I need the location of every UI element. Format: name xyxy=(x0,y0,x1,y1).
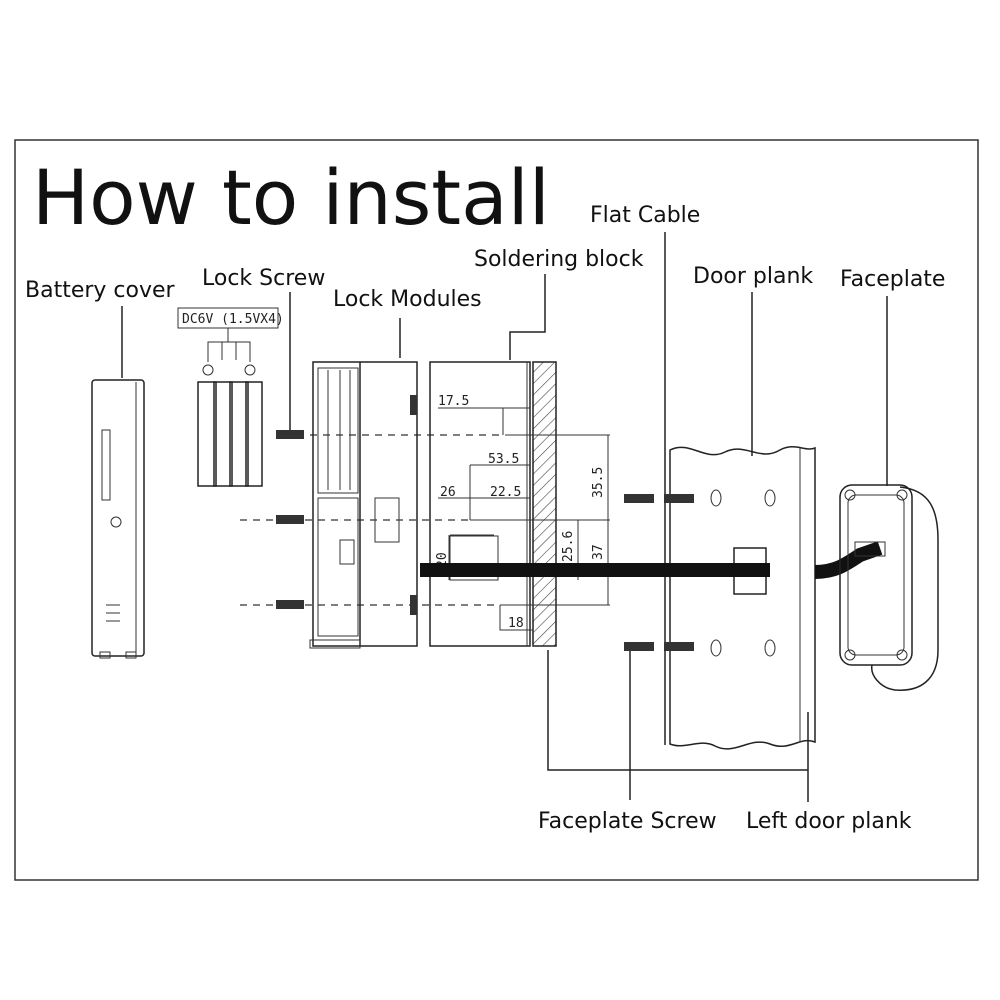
dimension-25-6: 25.6 xyxy=(561,531,576,562)
dimension-17-5: 17.5 xyxy=(438,394,469,409)
label-battery-cover: Battery cover xyxy=(25,278,176,303)
faceplate xyxy=(839,484,939,691)
label-left-door-plank: Left door plank xyxy=(746,809,912,834)
dimension-22-5: 22.5 xyxy=(490,485,521,500)
label-lock-screw: Lock Screw xyxy=(202,266,325,291)
dimension-lines xyxy=(438,407,610,631)
door-plank xyxy=(669,446,816,750)
label-door-plank: Door plank xyxy=(693,264,813,289)
label-faceplate: Faceplate xyxy=(840,267,945,292)
leader-lines xyxy=(121,232,888,802)
soldering-block xyxy=(429,361,531,647)
label-lock-modules: Lock Modules xyxy=(333,287,482,312)
faceplate-screws xyxy=(624,494,694,651)
label-soldering-block: Soldering block xyxy=(474,247,644,272)
minus-terminal-icon xyxy=(244,364,256,376)
label-flat-cable: Flat Cable xyxy=(590,203,700,228)
lock-screws xyxy=(276,430,304,609)
plank-section xyxy=(532,361,557,647)
dimension-35-5: 35.5 xyxy=(591,467,606,498)
dimension-53-5: 53.5 xyxy=(488,452,519,467)
battery-spec-label: DC6V (1.5VX4) xyxy=(182,312,284,327)
diagram-frame xyxy=(14,139,979,881)
plus-terminal-icon xyxy=(202,364,214,376)
page-title: How to install xyxy=(32,153,550,242)
label-faceplate-screw: Faceplate Screw xyxy=(538,809,717,834)
lock-module xyxy=(309,361,418,649)
battery-cover xyxy=(91,379,145,659)
dimension-26: 26 xyxy=(440,485,456,500)
dimension-37: 37 xyxy=(591,544,606,560)
flat-cable xyxy=(420,541,883,579)
battery-pack: DC6V (1.5VX4) xyxy=(177,307,284,487)
dimension-18: 18 xyxy=(508,616,524,631)
